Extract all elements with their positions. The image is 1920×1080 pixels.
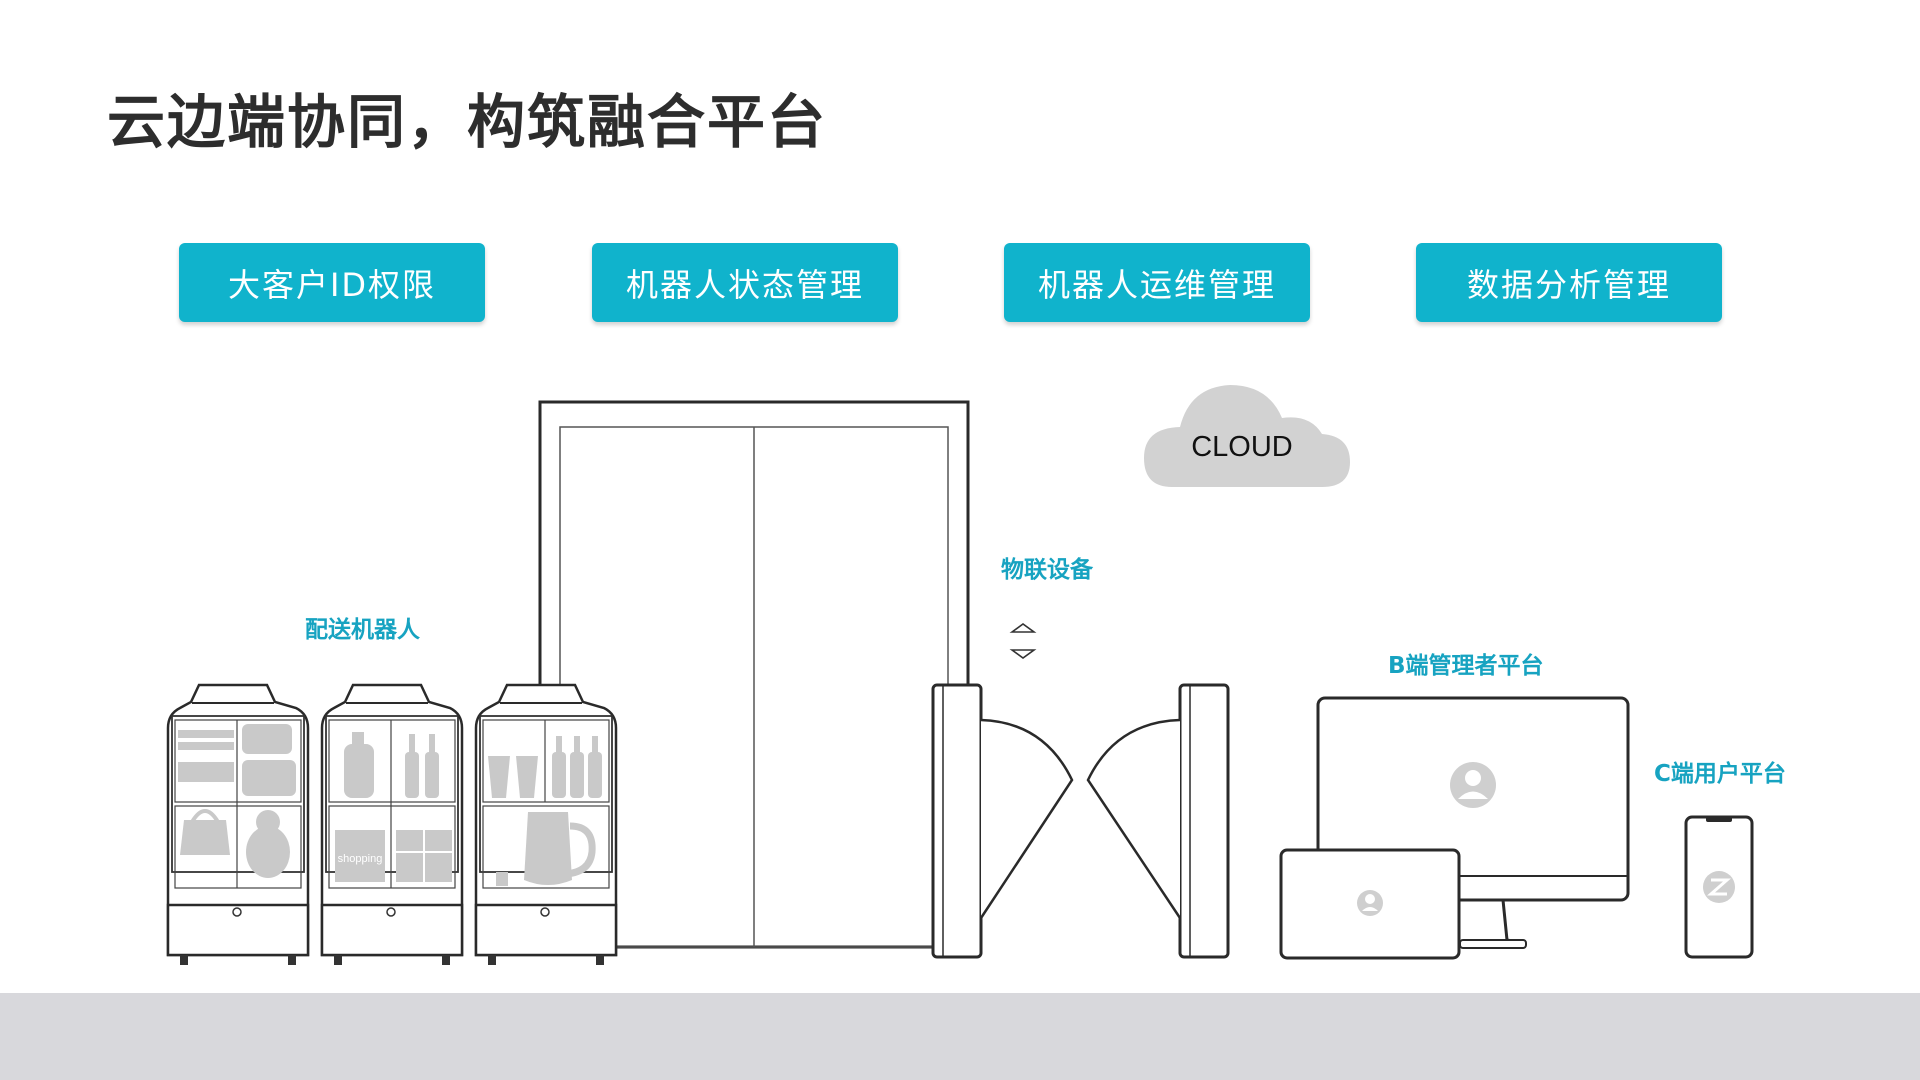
delivery-robot-label: 配送机器人: [305, 617, 420, 643]
iot-devices-label: 物联设备: [1001, 557, 1093, 583]
c-platform-label: C端用户平台: [1654, 761, 1786, 787]
page-title: 云边端协同，构筑融合平台: [107, 88, 828, 156]
feature-button-robot-ops[interactable]: 机器人运维管理: [1004, 243, 1310, 322]
footer-bar: [0, 993, 1920, 1080]
feature-button-robot-status[interactable]: 机器人状态管理: [592, 243, 898, 322]
user-avatar-icon: [1357, 890, 1383, 916]
elevator-call-arrows-icon: [1009, 623, 1037, 659]
laptop: [1279, 848, 1461, 960]
cloud-icon: [1144, 385, 1350, 487]
cloud-label: CLOUD: [1191, 431, 1293, 463]
feature-button-key-account-permissions[interactable]: 大客户ID权限: [179, 243, 485, 322]
app-logo-icon: [1703, 871, 1735, 903]
delivery-robot-2: shopping: [320, 683, 464, 965]
b-platform-label: B端管理者平台: [1388, 653, 1544, 679]
feature-button-data-analysis[interactable]: 数据分析管理: [1416, 243, 1722, 322]
delivery-robot-1: [166, 683, 310, 965]
user-avatar-icon: [1450, 762, 1496, 808]
delivery-robot-3: [474, 683, 618, 965]
turnstile-gate: [931, 683, 1230, 959]
smartphone: [1684, 815, 1754, 959]
shopping-bag-text: shopping: [338, 853, 383, 865]
